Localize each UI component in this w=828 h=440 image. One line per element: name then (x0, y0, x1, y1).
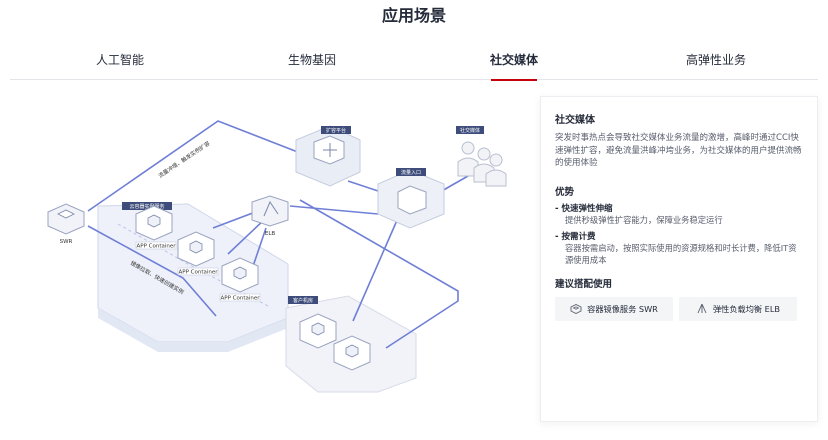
advantages-title: 优势 (555, 186, 575, 198)
flow-line-top (87, 120, 309, 212)
app-container-1: APP Container (135, 205, 177, 250)
social-media-label: 社交媒体 (460, 127, 480, 134)
app-container-3-label: APP Container (220, 296, 260, 302)
advantage-title: 按需计费 (561, 231, 596, 242)
tab-social-media-label: 社交媒体 (489, 53, 538, 67)
elb-node: ELB (251, 195, 289, 237)
swr-label: SWR (60, 239, 73, 245)
product-swr-button[interactable]: 容器镜像服务 SWR (555, 296, 673, 321)
cci-label-bg (122, 202, 172, 210)
user-icon (477, 147, 491, 161)
product-elb-label: 弹性负载均衡 ELB (712, 303, 781, 314)
app-container-2-label: APP Container (178, 270, 218, 276)
customer-server-1 (299, 313, 337, 349)
elb-icon (697, 303, 707, 313)
app-container-2: APP Container (177, 231, 219, 276)
cci-label: 云容器实例服务 (129, 203, 164, 210)
flow-dashed-line (117, 223, 269, 307)
elb-label: ELB (265, 231, 276, 237)
recommended-products: 容器镜像服务 SWR 弹性负载均衡 ELB (555, 296, 803, 321)
advantage-desc: 提供秒级弹性扩容能力，保障业务稳定运行 (565, 214, 723, 225)
tab-high-elastic[interactable]: 高弹性业务 (685, 53, 746, 67)
social-media-users: 社交媒体 (456, 126, 507, 187)
user-icon (489, 153, 503, 167)
flow-line-entry-customer (352, 217, 399, 322)
advantage-item: -快速弹性伸缩 提供秒级弹性扩容能力，保障业务稳定运行 (555, 202, 803, 226)
scenario-detail-panel: 社交媒体 突发时事热点会导致社交媒体业务流量的激增，高峰时通过CCI快速弹性扩容… (540, 96, 818, 422)
tab-biogene[interactable]: 生物基因 (287, 53, 336, 67)
cci-platform-side (98, 308, 288, 352)
app-container-3: APP Container (219, 257, 261, 302)
advantage-title: 快速弹性伸缩 (561, 203, 613, 214)
flow-line-elb-customer (299, 199, 459, 349)
panel-title: 社交媒体 (555, 115, 595, 126)
product-swr-label: 容器镜像服务 SWR (587, 303, 658, 314)
product-elb-button[interactable]: 弹性负载均衡 ELB (679, 296, 797, 321)
advantage-desc: 容器按需启动，按照实际使用的资源规格和时长计费，降低IT资源使用成本 (565, 242, 797, 265)
customer-room-label-bg (288, 296, 318, 304)
customer-server-2 (333, 335, 371, 371)
flow-line-elb-2 (227, 217, 267, 255)
scenario-tabs: 人工智能 生物基因 社交媒体 高弹性业务 (10, 46, 818, 81)
expand-platform-label: 扩容平台 (326, 127, 346, 134)
user-icon (461, 141, 475, 155)
architecture-diagram: 流量冲增、触发实例扩容 镜像拉取、快速创建实例 扩容平台 社交媒体 流量入 (38, 96, 528, 412)
active-tab-underline (491, 79, 537, 81)
page-title: 应用场景 (381, 6, 446, 25)
tab-social-media[interactable]: 社交媒体 (434, 46, 594, 81)
traffic-entry-node: 流量入口 (377, 168, 445, 229)
flow-line-bottom (87, 225, 217, 317)
panel-description: 突发时事热点会导致社交媒体业务流量的激增，高峰时通过CCI快速弹性扩容，避免流量… (555, 133, 802, 169)
expand-platform-node: 扩容平台 (295, 125, 361, 187)
swr-icon (570, 303, 582, 314)
flow-line-entry-elb (289, 205, 379, 215)
traffic-entry-label: 流量入口 (401, 169, 421, 176)
app-container-1-label: APP Container (136, 244, 176, 250)
tab-ai[interactable]: 人工智能 (95, 53, 144, 67)
advantage-item: -按需计费 容器按需启动，按照实际使用的资源规格和时长计费，降低IT资源使用成本 (555, 230, 803, 266)
customer-room-label: 客户机房 (293, 297, 313, 304)
recommend-title: 建议搭配使用 (555, 278, 613, 290)
swr-node: SWR (47, 203, 85, 245)
